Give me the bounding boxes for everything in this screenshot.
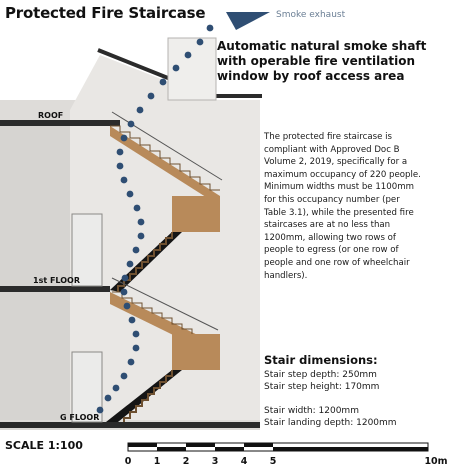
- page-title: Protected Fire Staircase: [5, 4, 206, 22]
- scale-bar: [127, 442, 429, 452]
- smoke-dot: [127, 358, 135, 366]
- smoke-dot: [159, 78, 167, 86]
- description-line: Volume 2, 2019, specifically for a: [264, 157, 408, 168]
- roof-label: ROOF: [38, 111, 64, 120]
- smoke-dot: [127, 120, 135, 128]
- stair-flight-upper: [110, 126, 220, 206]
- smoke-dot: [121, 274, 129, 282]
- smoke-dot: [137, 218, 145, 226]
- dimension-line: Stair step height: 170mm: [264, 382, 380, 392]
- scale-tick-label: 1: [153, 456, 161, 467]
- smoke-exhaust-label: Smoke exhaust: [276, 10, 346, 20]
- scale-tick-label: 10m: [424, 456, 448, 467]
- smoke-dot: [132, 344, 140, 352]
- smoke-exhaust-arrow-icon: [226, 12, 270, 30]
- smoke-dot: [206, 24, 214, 32]
- smoke-dot: [123, 302, 131, 310]
- smoke-dot: [184, 51, 192, 59]
- description-line: compliant with Approved Doc B: [264, 144, 400, 155]
- ground-floor-slab: [0, 422, 260, 428]
- smoke-dot: [104, 394, 112, 402]
- smoke-dot: [126, 190, 134, 198]
- scale-tick-label: 4: [240, 456, 248, 467]
- description-line: staircases are at no less than: [264, 220, 391, 231]
- smoke-dot: [120, 372, 128, 380]
- scale-tick-label: 0: [124, 456, 132, 467]
- smoke-dot: [137, 232, 145, 240]
- dimension-line: Stair width: 1200mm: [264, 406, 359, 416]
- stair-steps-upper: [110, 125, 220, 191]
- smoke-shaft-label-line: Automatic natural smoke shaft: [217, 39, 427, 53]
- dimension-line: Stair landing depth: 1200mm: [264, 418, 397, 428]
- stair-dimensions-title: Stair dimensions:: [264, 353, 378, 367]
- smoke-dot: [128, 316, 136, 324]
- scale-tick-label: 2: [182, 456, 190, 467]
- smoke-path-dots: [96, 24, 214, 414]
- description-line: people and one row of wheelchair: [264, 257, 410, 268]
- description-line: Table 3.1), while the presented fire: [264, 207, 414, 218]
- first-floor-slab: [0, 286, 110, 292]
- landing-upper: [172, 196, 220, 232]
- roof-slab: [0, 120, 120, 126]
- smoke-dot: [126, 260, 134, 268]
- left-back-wall: [0, 120, 70, 420]
- smoke-shaft-label-line: with operable fire ventilation: [217, 54, 415, 68]
- smoke-dot: [120, 288, 128, 296]
- first-floor-door: [71, 213, 103, 287]
- scale-tick-label: 3: [211, 456, 219, 467]
- smoke-shaft-label-line: window by roof access area: [217, 69, 405, 83]
- description-line: 1200mm, allowing two rows of: [264, 232, 396, 243]
- dimension-line: Stair step depth: 250mm: [264, 370, 377, 380]
- description-line: The protected fire staircase is: [264, 132, 392, 142]
- smoke-dot: [120, 176, 128, 184]
- smoke-dot: [172, 64, 180, 72]
- first-floor-label: 1st FLOOR: [33, 276, 80, 285]
- smoke-dot: [133, 204, 141, 212]
- description-line: Minimum widths must be 1100mm: [264, 182, 414, 193]
- smoke-shaft-label: Automatic natural smoke shaft with opera…: [217, 39, 457, 84]
- stair-steps-ground: [123, 370, 173, 422]
- smoke-dot: [116, 148, 124, 156]
- scale-label: SCALE 1:100: [5, 439, 83, 452]
- smoke-dot: [136, 106, 144, 114]
- smoke-dot: [132, 246, 140, 254]
- landing-lower: [172, 334, 220, 370]
- ground-floor-door: [71, 351, 103, 423]
- ground-floor-label: G FLOOR: [60, 413, 100, 422]
- description-text: The protected fire staircase is complian…: [264, 131, 454, 282]
- smoke-dot: [116, 162, 124, 170]
- description-line: handlers).: [264, 270, 308, 281]
- handrail-lower: [111, 277, 219, 331]
- scale-tick-label: 5: [269, 456, 277, 467]
- smoke-dot: [132, 330, 140, 338]
- description-line: maximum occupancy of 220 people.: [264, 169, 421, 180]
- smoke-dot: [120, 134, 128, 142]
- description-line: people to egress (or one row of: [264, 245, 399, 256]
- smoke-dot: [147, 92, 155, 100]
- smoke-dot: [196, 38, 204, 46]
- smoke-dot: [112, 384, 120, 392]
- stair-steps-lower: [112, 291, 193, 334]
- description-line: for this occupancy number (per: [264, 194, 400, 205]
- smoke-dot: [96, 406, 104, 414]
